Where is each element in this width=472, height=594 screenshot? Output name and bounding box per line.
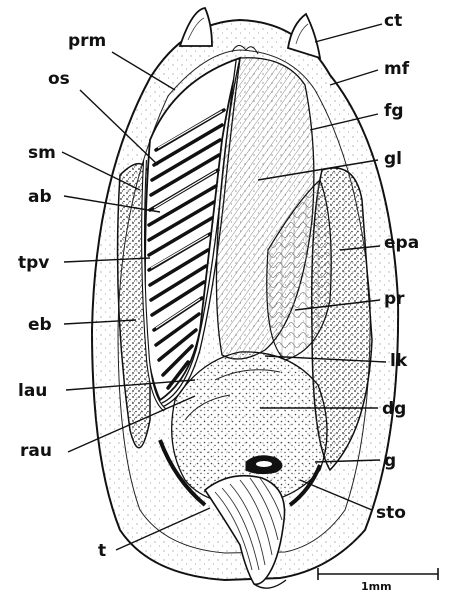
label-ct: ct [384, 11, 402, 31]
label-epa: epa [384, 233, 419, 253]
label-gl: gl [384, 149, 402, 169]
label-fg: fg [384, 101, 404, 121]
label-sm: sm [28, 143, 56, 163]
label-prm: prm [68, 31, 106, 51]
label-lau: lau [18, 381, 47, 401]
label-eb: eb [28, 315, 52, 335]
label-mf: mf [384, 59, 410, 79]
scale-bar-label: 1mm [361, 580, 392, 593]
label-sto: sto [376, 503, 406, 523]
label-rau: rau [20, 441, 52, 461]
label-t: t [98, 541, 106, 561]
label-pr: pr [384, 289, 405, 309]
stomach [246, 456, 282, 474]
label-lk: lk [390, 351, 408, 371]
label-ab: ab [28, 187, 52, 207]
label-g: g [384, 451, 396, 471]
label-dg: dg [382, 399, 406, 419]
label-os: os [48, 69, 70, 89]
label-tpv: tpv [18, 253, 49, 273]
scale-bar: 1mm [318, 568, 438, 593]
